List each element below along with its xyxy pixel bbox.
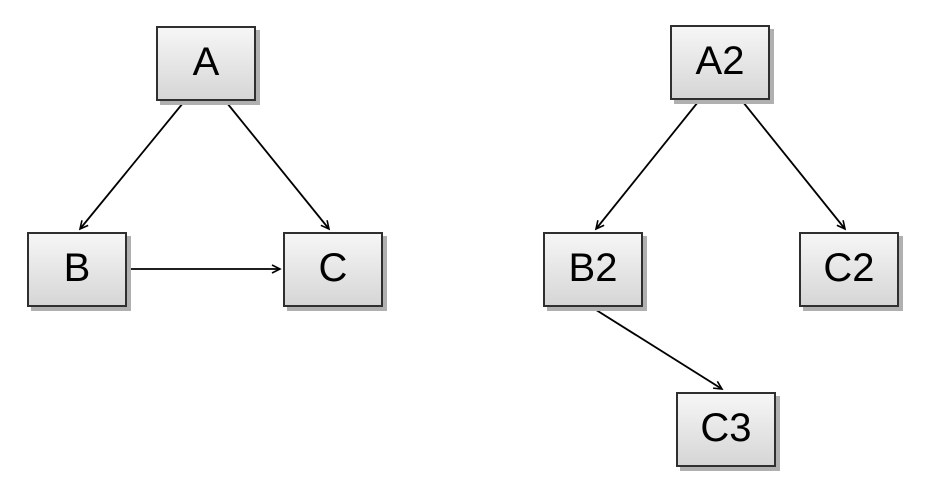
node-B: B	[27, 232, 127, 307]
node-label-C2: C2	[823, 245, 875, 290]
node-C: C	[283, 232, 383, 307]
node-label-B: B	[63, 245, 91, 290]
edge-A2-B2	[594, 101, 699, 231]
edges-group	[78, 101, 847, 390]
node-label-B2: B2	[568, 245, 618, 290]
node-C2: C2	[799, 232, 899, 307]
node-A2: A2	[670, 25, 770, 100]
edge-A2-C2	[742, 101, 847, 231]
node-label-A2: A2	[695, 38, 745, 83]
node-B2: B2	[543, 232, 643, 307]
node-label-A: A	[192, 39, 220, 84]
edge-B2-C3	[592, 307, 724, 390]
node-label-C: C	[318, 245, 348, 290]
node-C3: C3	[676, 392, 776, 467]
node-label-C3: C3	[700, 405, 752, 450]
node-A: A	[156, 26, 256, 101]
edge-A-C	[226, 102, 331, 231]
edge-A-B	[78, 102, 184, 231]
